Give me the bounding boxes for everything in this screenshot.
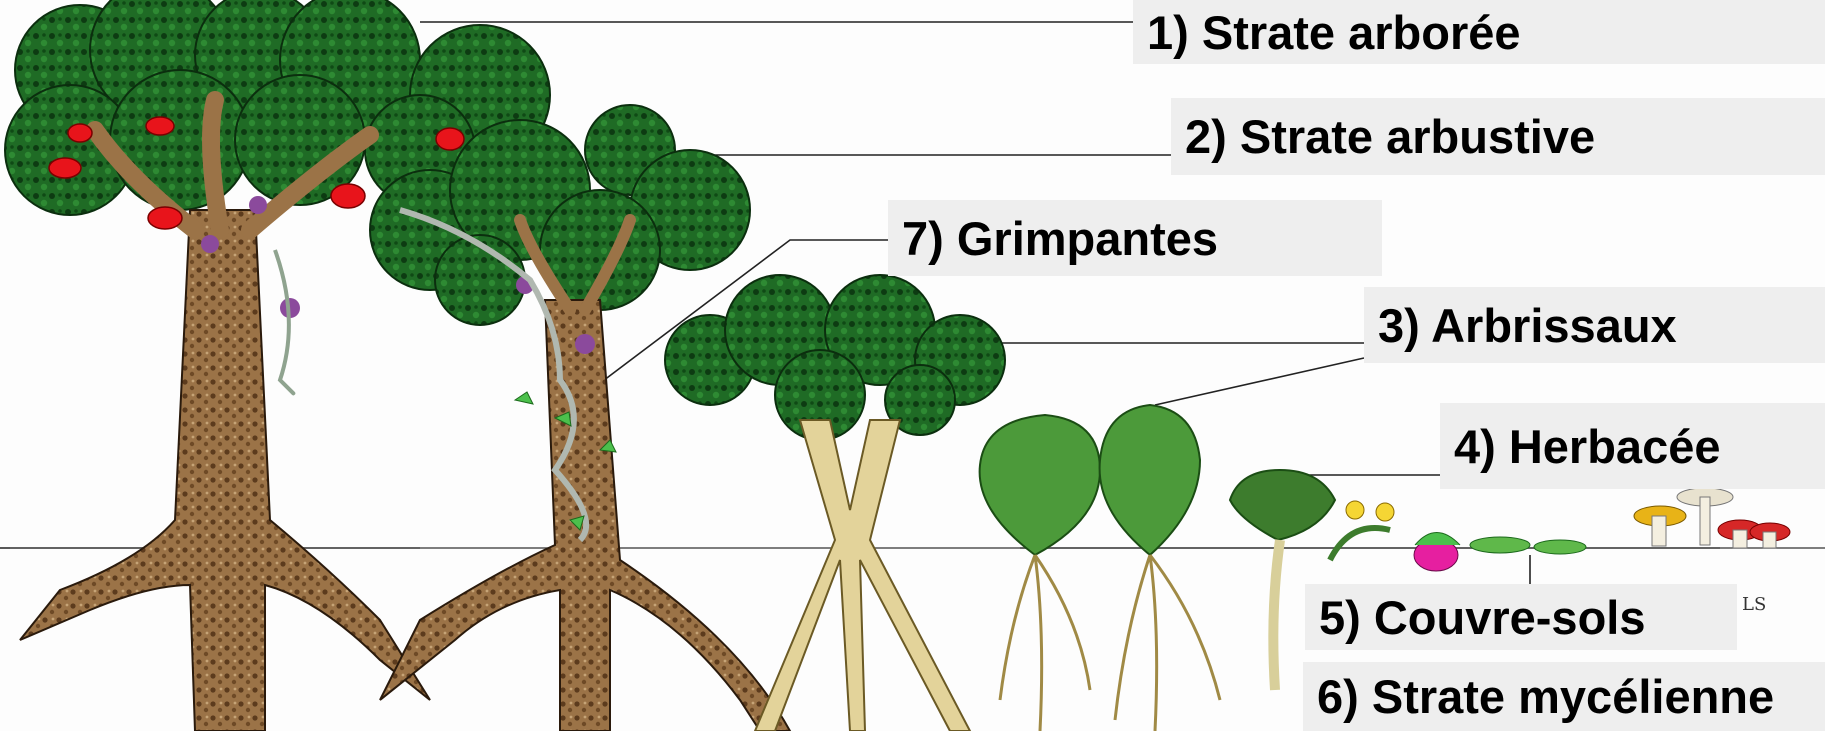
layer-label-4-text: 4) Herbacée	[1454, 423, 1721, 470]
layer-label-3: 3) Arbrissaux	[1364, 287, 1825, 363]
layer-label-5: 5) Couvre-sols	[1305, 584, 1737, 650]
layer-label-5-text: 5) Couvre-sols	[1319, 594, 1645, 641]
layer-label-2: 2) Strate arbustive	[1171, 98, 1825, 175]
layer-label-3-text: 3) Arbrissaux	[1378, 302, 1677, 349]
herbaceous-plants	[1230, 470, 1460, 690]
layer-label-2-text: 2) Strate arbustive	[1185, 113, 1595, 160]
layer-label-7-text: 7) Grimpantes	[902, 215, 1218, 262]
ground-cover-plants	[1470, 537, 1586, 554]
artist-signature: LS	[1742, 594, 1766, 615]
arbrissaux-shrubs	[980, 405, 1220, 731]
canopy-tree-small	[370, 105, 790, 731]
layer-label-6-text: 6) Strate mycélienne	[1317, 673, 1774, 720]
layer-label-1-text: 1) Strate arborée	[1147, 9, 1521, 56]
layer-label-4: 4) Herbacée	[1440, 403, 1825, 489]
layer-label-7: 7) Grimpantes	[888, 200, 1382, 276]
mushrooms	[1634, 488, 1790, 548]
layer-label-1: 1) Strate arborée	[1133, 0, 1825, 64]
layer-label-6: 6) Strate mycélienne	[1303, 662, 1825, 731]
